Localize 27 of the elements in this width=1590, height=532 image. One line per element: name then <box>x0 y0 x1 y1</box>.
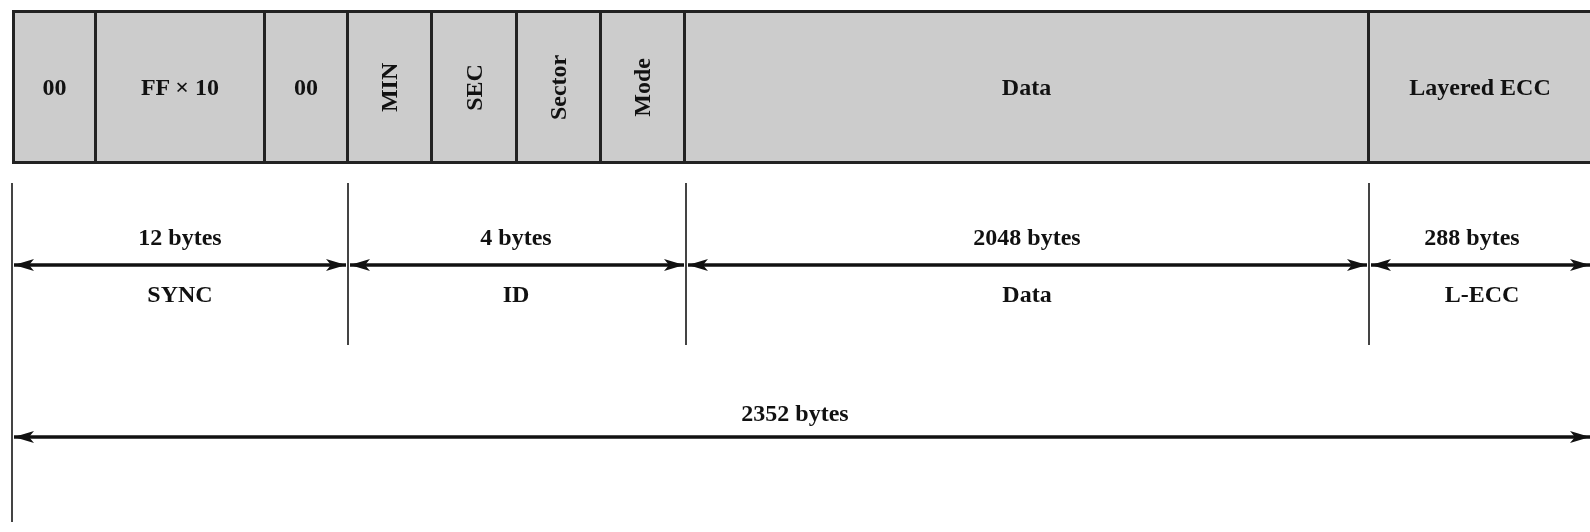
field-name: SEC <box>459 63 488 111</box>
dimension-label: 12 bytes <box>138 223 222 251</box>
field-cell <box>346 10 433 164</box>
field-cell <box>263 10 349 164</box>
field-cell <box>94 10 266 164</box>
dimension-label: 4 bytes <box>480 223 552 251</box>
field-name: MIN <box>375 62 404 112</box>
field-cell <box>683 10 1370 164</box>
dimension-label: 2352 bytes <box>741 399 849 427</box>
section-name: L-ECC <box>1444 280 1520 308</box>
field-cell <box>430 10 518 164</box>
field-name: Layered ECC <box>1409 72 1551 102</box>
field-name: Sector <box>544 54 573 120</box>
field-name: 00 <box>294 72 318 102</box>
field-name: 00 <box>42 72 67 102</box>
dimension-label: 2048 bytes <box>973 223 1081 251</box>
section-name: SYNC <box>147 280 213 308</box>
field-name: Data <box>1001 72 1052 102</box>
field-cell <box>515 10 602 164</box>
field-name: FF × 10 <box>140 72 220 102</box>
field-cell <box>1367 10 1590 164</box>
section-name: ID <box>502 280 530 308</box>
field-cell <box>12 10 97 164</box>
field-name: Mode <box>628 57 657 117</box>
field-cell <box>599 10 686 164</box>
dimension-label: 288 bytes <box>1424 223 1520 251</box>
section-name: Data <box>1002 280 1052 308</box>
